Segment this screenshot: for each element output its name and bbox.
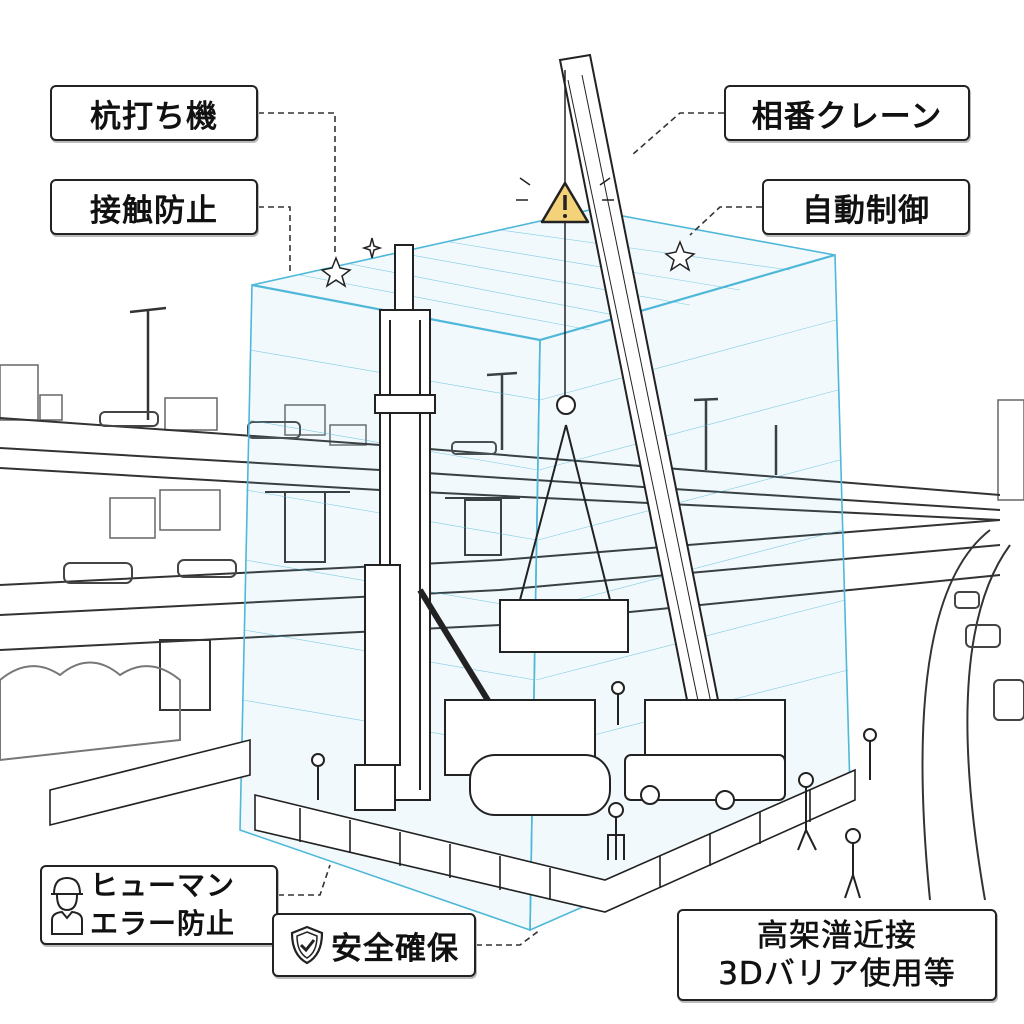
crawler-crane xyxy=(499,53,786,810)
label-text-line1: 高架潽近接 xyxy=(757,918,917,955)
cars xyxy=(63,411,1024,721)
label-human-error: ヒューマン エラー防止 xyxy=(40,865,278,945)
workers xyxy=(311,681,877,899)
label-viaduct-barrier: 高架潽近接 3Dバリア使用等 xyxy=(677,909,997,1001)
label-text: 相番クレーン xyxy=(751,98,943,135)
label-text: 杭打ち機 xyxy=(90,98,218,135)
shield-check-icon xyxy=(290,925,324,965)
label-text-line2: 3Dバリア使用等 xyxy=(718,956,956,993)
label-contact-prevention: 接触防止 xyxy=(50,179,258,235)
label-safety: 安全確保 xyxy=(272,913,476,977)
leader-lines xyxy=(258,112,762,946)
label-text: 自動制御 xyxy=(802,192,930,229)
city-buildings xyxy=(0,364,1024,539)
hardhat-worker-icon xyxy=(51,876,83,935)
label-partner-crane: 相番クレーン xyxy=(724,85,970,141)
label-text: 接触防止 xyxy=(90,192,218,229)
label-auto-control: 自動制御 xyxy=(762,179,970,235)
label-text: 安全確保 xyxy=(331,930,459,967)
label-pile-driver: 杭打ち機 xyxy=(50,85,258,141)
road-right xyxy=(921,529,991,901)
sparkle-icons xyxy=(320,237,696,288)
label-text-line2: エラー防止 xyxy=(90,907,236,940)
pile-driver xyxy=(354,244,611,816)
warning-triangle-icon xyxy=(516,177,614,224)
label-text-line1: ヒューマン xyxy=(90,869,236,902)
safety-fence xyxy=(49,738,856,913)
bushes xyxy=(0,661,181,762)
